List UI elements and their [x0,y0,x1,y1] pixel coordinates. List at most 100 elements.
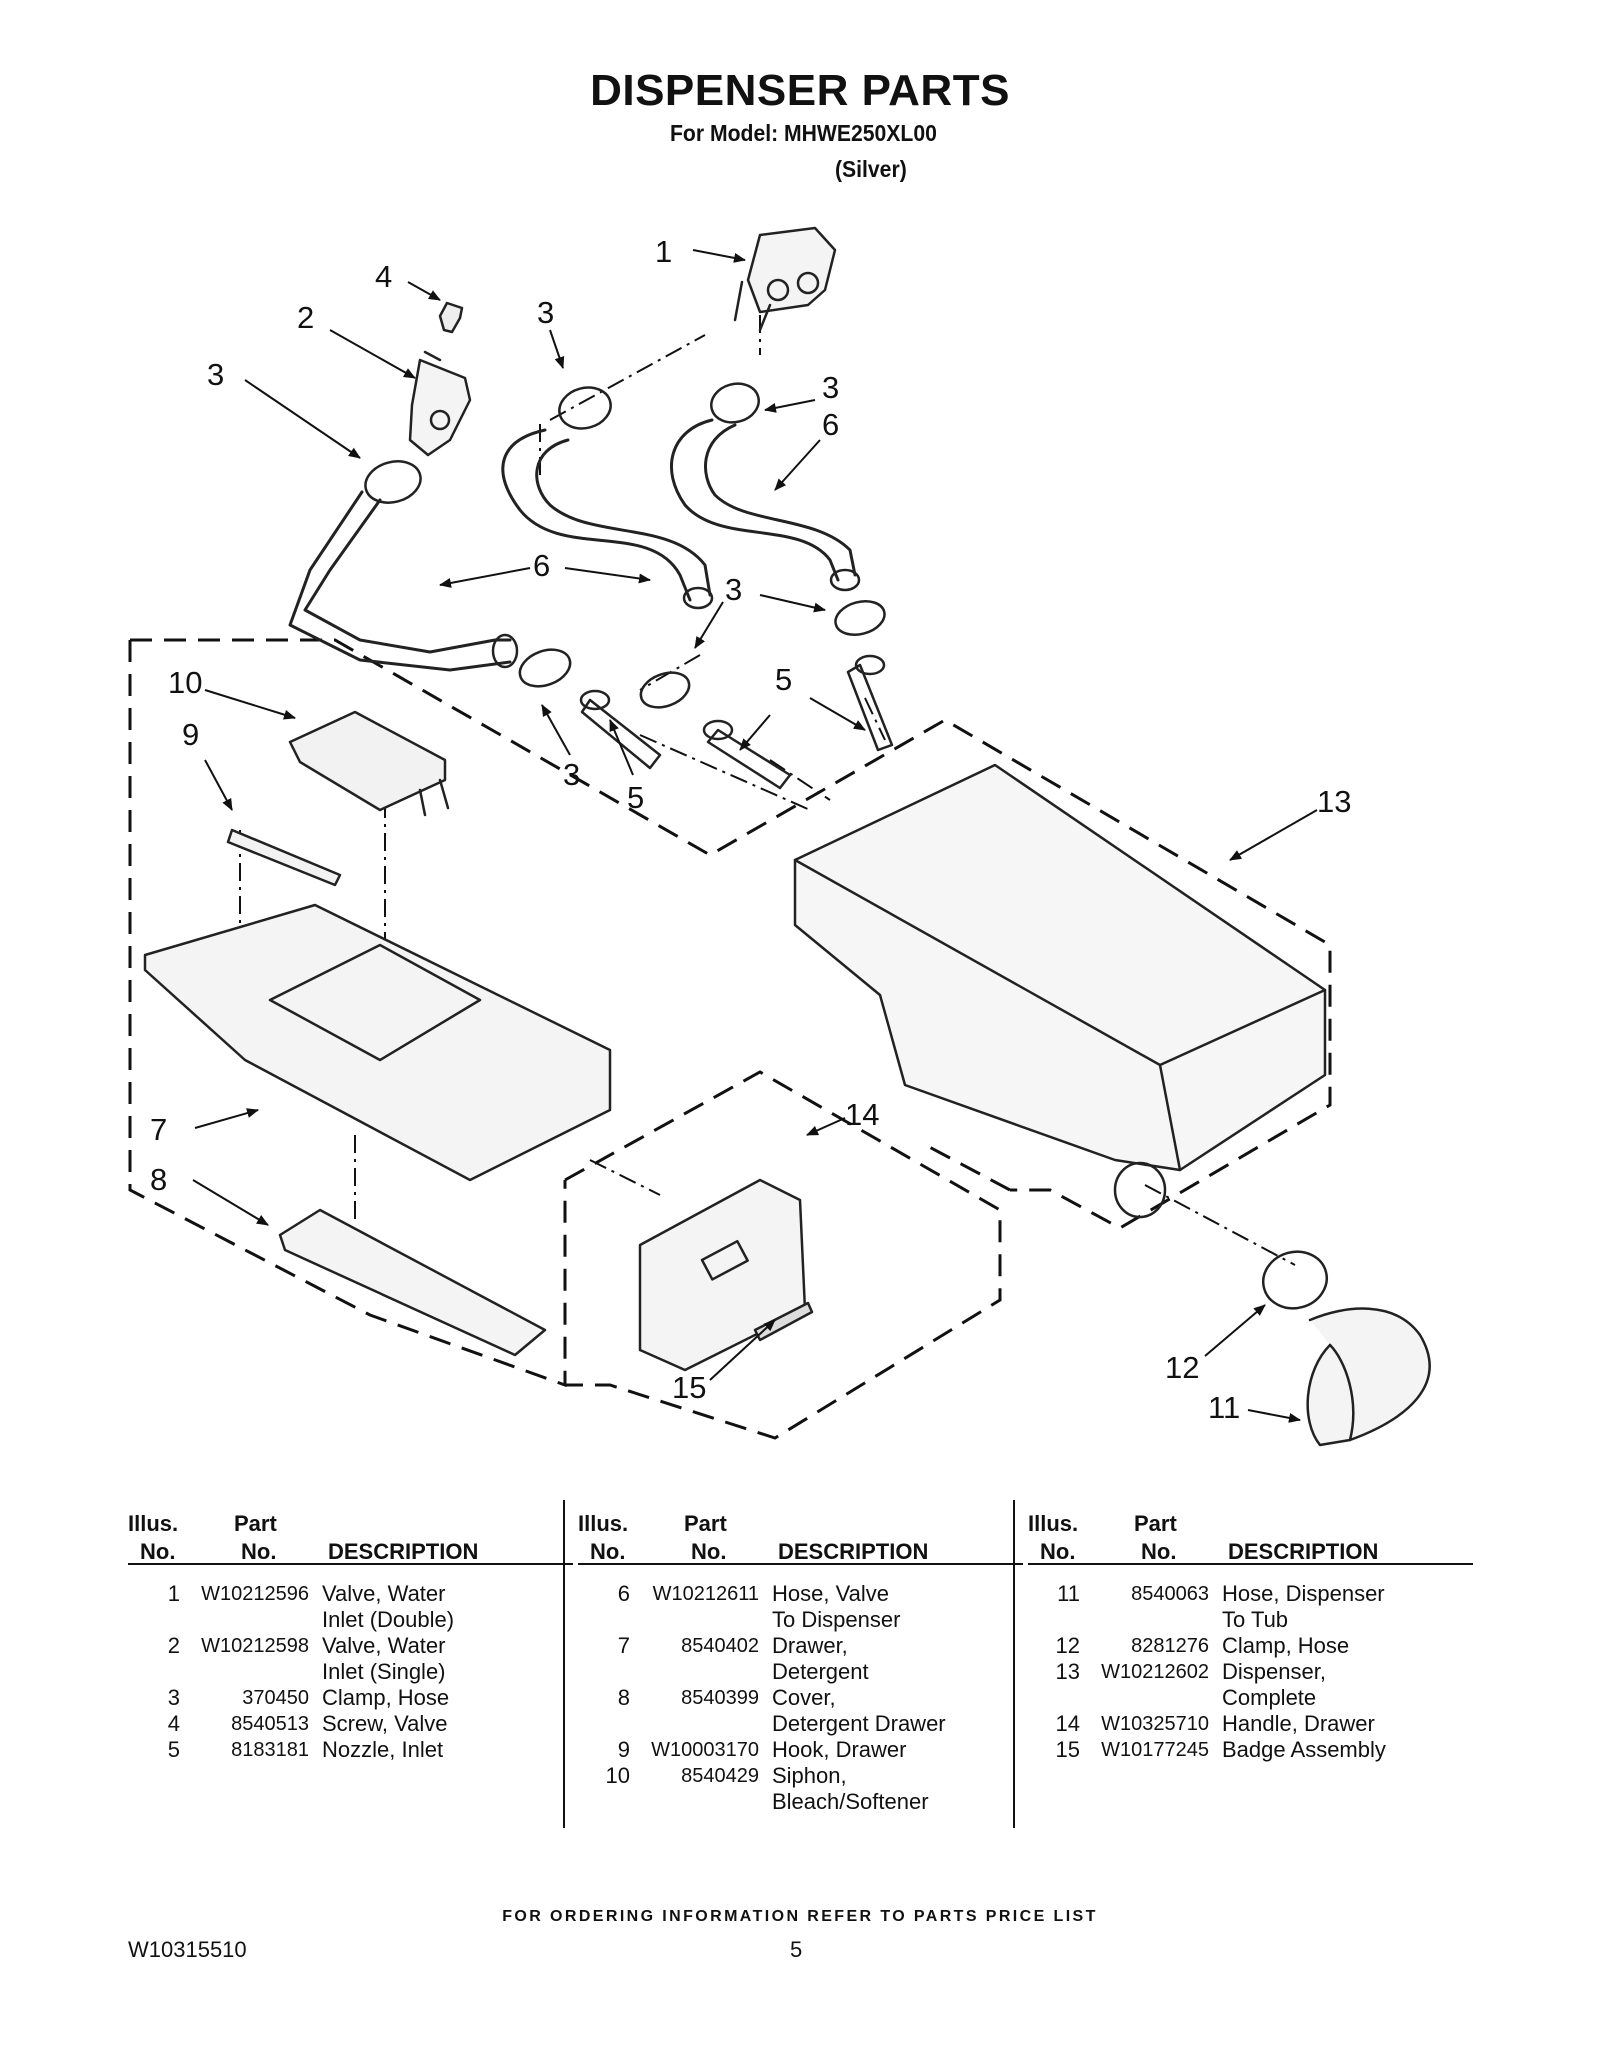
callout-2: 2 [297,300,314,335]
part-no-header: No. [1141,1539,1177,1564]
hose-valve-to-dispenser [303,498,512,654]
single-water-valve [408,350,472,457]
table-row-cont: Detergent [772,1659,869,1684]
dispenser-to-tub-hose [1306,1307,1431,1447]
detergent-drawer-cover [278,1208,547,1357]
detergent-drawer [143,903,612,1182]
callout-10: 10 [168,665,202,700]
double-water-valve [733,226,837,332]
part-header: Part [1134,1511,1177,1536]
hose-clamp [639,671,691,709]
callout-8: 8 [150,1162,167,1197]
callout-11: 11 [1208,1390,1240,1425]
valve-screw [438,301,464,334]
drawer-left-outline [128,640,567,1388]
callout-3: 3 [725,572,742,607]
table-header: Illus. No. Part No. DESCRIPTION [578,1497,1023,1565]
siphon [288,710,447,812]
callout-6: 6 [533,548,550,583]
callout-13: 13 [1317,784,1351,819]
hose-valve-to-dispenser [501,428,692,602]
part-header: Part [234,1511,277,1536]
hose-clamp [518,648,572,688]
hose-clamp [364,460,422,504]
table-row-cont: Complete [1222,1685,1317,1710]
illus-header: Illus. [128,1511,179,1536]
description-header: DESCRIPTION [778,1539,929,1564]
page-number: 5 [790,1937,803,1962]
callout-7: 7 [150,1112,167,1147]
table-divider [1013,1500,1015,1828]
illus-no-header: No. [590,1539,626,1564]
page-title: DISPENSER PARTS [590,66,1010,115]
description-header: DESCRIPTION [1228,1539,1379,1564]
callout-12: 12 [1165,1350,1199,1385]
callout-14: 14 [845,1097,879,1132]
illus-header: Illus. [578,1511,629,1536]
exploded-parts-diagram: 1 4 2 3 3 3 6 6 3 3 5 5 10 9 13 7 8 14 1… [128,226,1431,1447]
part-no-header: No. [241,1539,277,1564]
callout-4: 4 [375,259,392,294]
illus-no-header: No. [140,1539,176,1564]
illus-header: Illus. [1028,1511,1079,1536]
part-no-header: No. [691,1539,727,1564]
description-header: DESCRIPTION [328,1539,479,1564]
callout-3: 3 [537,295,554,330]
hose-clamp [558,386,612,430]
drawer-group-outline [130,638,1332,1230]
hose-clamp [834,599,886,637]
part-header: Part [684,1511,727,1536]
hose-clamp [710,382,760,424]
color-line: (Silver) [835,156,907,182]
callout-3: 3 [563,757,580,792]
callout-6: 6 [822,407,839,442]
hose-clamp-tub [1262,1250,1328,1310]
table-row-cont: Inlet (Single) [322,1659,446,1684]
callout-5: 5 [775,662,792,697]
table-row-cont: Inlet (Double) [322,1607,455,1632]
table-row-cont: To Dispenser [772,1607,901,1632]
table-divider [563,1500,565,1828]
model-line: For Model: MHWE250XL00 [670,120,937,146]
document-number: W10315510 [128,1937,247,1962]
callout-3: 3 [822,370,839,405]
table-row-cont: Bleach/Softener [772,1789,929,1814]
callout-9: 9 [182,717,199,752]
callout-3: 3 [207,357,224,392]
callout-15: 15 [672,1370,706,1405]
inlet-nozzle [846,663,894,752]
ordering-note: FOR ORDERING INFORMATION REFER TO PARTS … [502,1908,1098,1925]
inlet-nozzle [580,698,662,770]
drawer-hook [226,828,342,887]
table-row-cont: To Tub [1222,1607,1289,1632]
table-row-cont: Detergent Drawer [772,1711,946,1736]
table-header: Illus. No. Part No. DESCRIPTION [1028,1497,1473,1565]
hose-valve-to-dispenser [670,418,840,582]
handle-group-outline [564,1070,1002,1440]
table-header: Illus. No. Part No. DESCRIPTION [128,1497,573,1565]
callout-1: 1 [655,234,672,269]
illus-no-header: No. [1040,1539,1076,1564]
callout-5: 5 [627,780,644,815]
